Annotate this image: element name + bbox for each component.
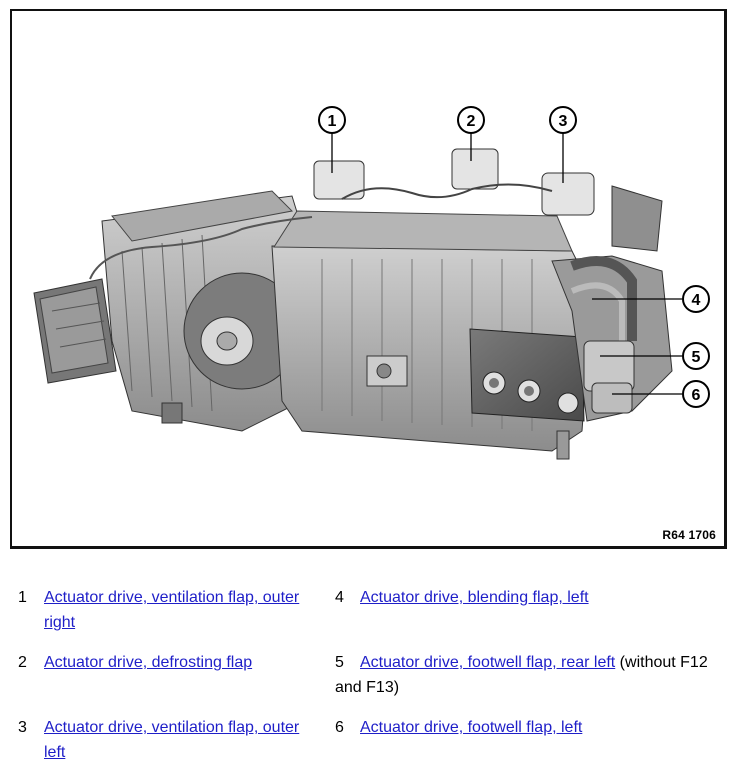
callout-3: 3 xyxy=(549,106,577,134)
top-actuators xyxy=(89,148,595,280)
svg-text:2: 2 xyxy=(467,113,476,130)
svg-text:6: 6 xyxy=(692,387,701,404)
legend-number: 4 xyxy=(335,589,344,606)
legend-number: 3 xyxy=(18,719,27,736)
legend-link[interactable]: Actuator drive, footwell flap, rear left xyxy=(360,654,616,671)
svg-text:4: 4 xyxy=(692,292,701,309)
main-housing xyxy=(101,190,313,432)
callout-6: 6 xyxy=(682,380,710,408)
figure-reference-code: R64 1706 xyxy=(662,528,716,542)
svg-text:1: 1 xyxy=(328,113,337,130)
legend-number: 1 xyxy=(18,589,27,606)
mounting-feet xyxy=(161,402,570,460)
legend-link[interactable]: Actuator drive, defrosting flap xyxy=(44,654,253,671)
footwell-panel xyxy=(469,328,585,422)
svg-text:5: 5 xyxy=(692,349,701,366)
legend-number: 6 xyxy=(335,719,344,736)
legend-note: (without F12 and F13) xyxy=(335,654,708,696)
legend-number: 2 xyxy=(18,654,27,671)
legend-number: 5 xyxy=(335,654,344,671)
svg-text:3: 3 xyxy=(559,113,568,130)
legend-link[interactable]: Actuator drive, footwell flap, left xyxy=(360,719,583,736)
callout-2: 2 xyxy=(457,106,485,134)
figure-frame: 1 2 3 4 5 6 R64 1706 xyxy=(10,9,727,549)
intake-housing xyxy=(33,278,117,384)
callout-4: 4 xyxy=(682,285,710,313)
legend-link[interactable]: Actuator drive, ventilation flap, outer … xyxy=(44,719,300,761)
callout-leaders xyxy=(331,133,682,395)
legend-link[interactable]: Actuator drive, ventilation flap, outer … xyxy=(44,589,300,631)
callout-5: 5 xyxy=(682,342,710,370)
hvac-unit-illustration: 1 2 3 4 5 6 xyxy=(33,106,710,460)
right-end-assembly xyxy=(551,185,673,422)
legend-link[interactable]: Actuator drive, blending flap, left xyxy=(360,589,589,606)
callout-1: 1 xyxy=(318,106,346,134)
